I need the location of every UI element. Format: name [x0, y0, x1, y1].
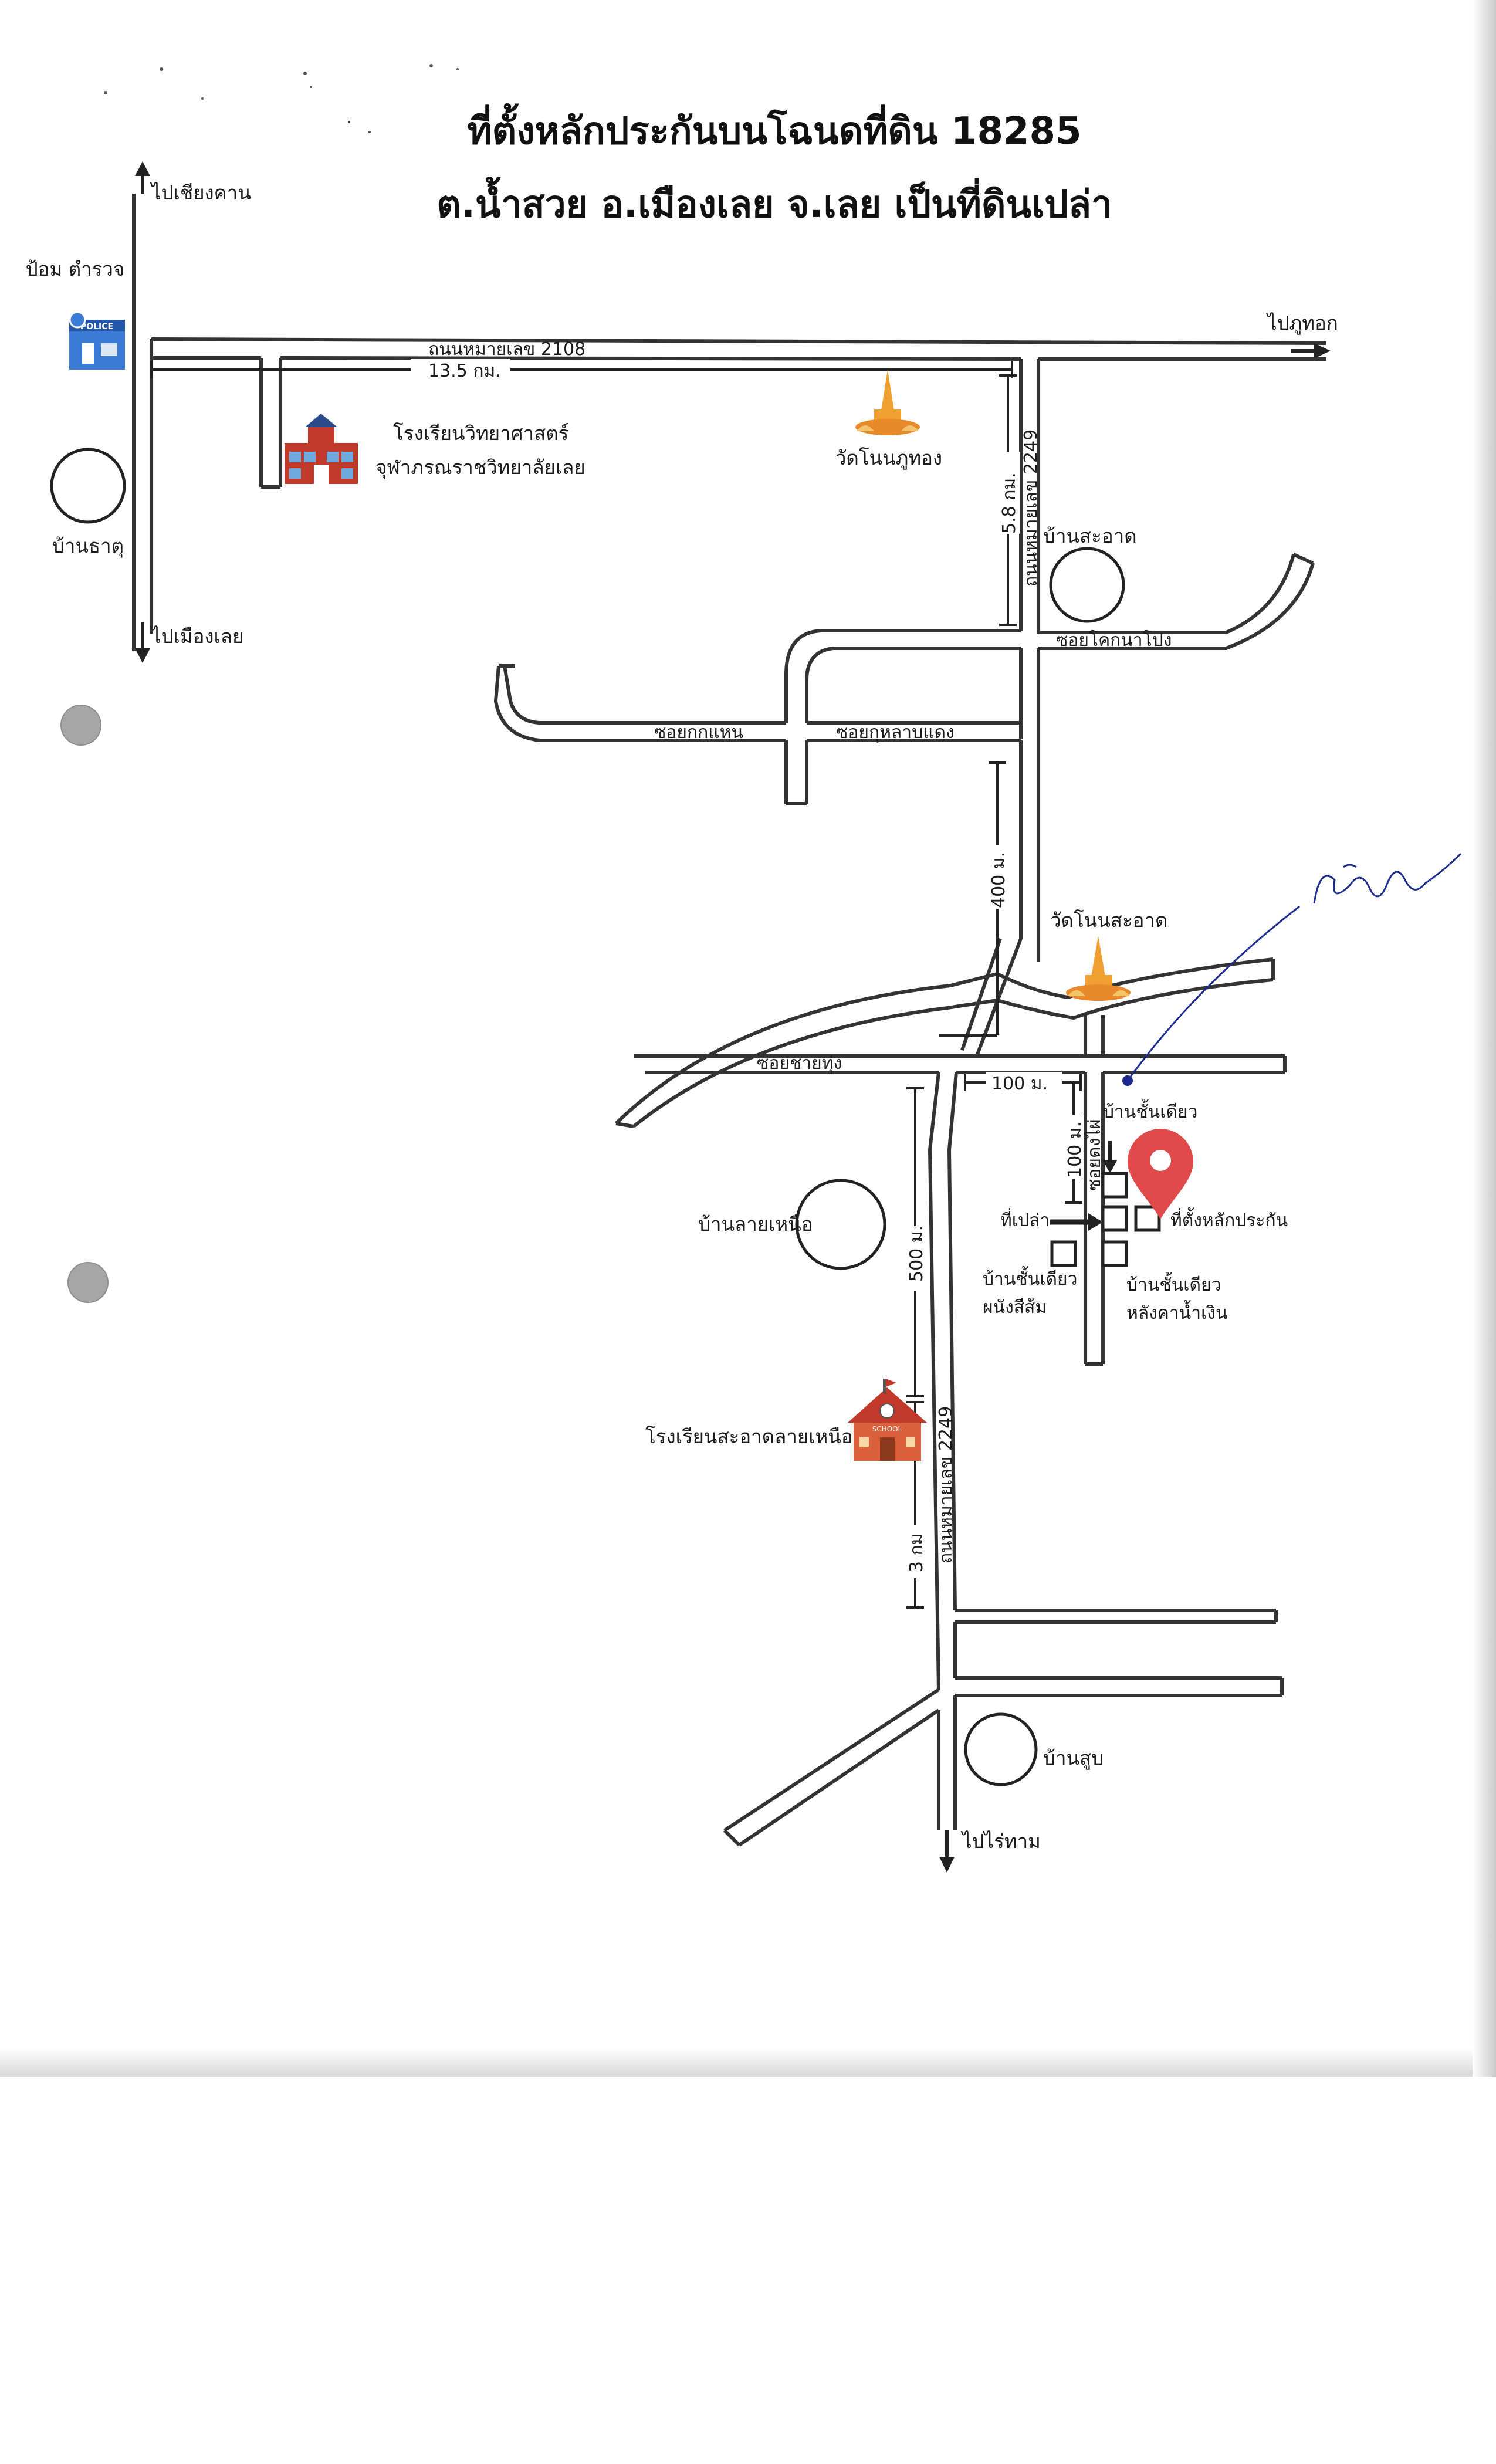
handwritten-signature — [1122, 852, 1462, 1086]
dimension-3-km — [905, 1401, 926, 1609]
scanned-paper — [0, 0, 1496, 2077]
label-school-sa-at-lai-nuea: โรงเรียนสะอาดลายเหนือ — [645, 1425, 853, 1448]
label-single-storey-left-2: ผนังสีส้ม — [983, 1297, 1047, 1318]
label-13-5-km: 13.5 กม. — [428, 361, 501, 381]
label-single-storey-right-1: บ้านชั้นเดียว — [1126, 1272, 1221, 1295]
label-road-2249-lower: ถนนหมายเลข 2249 — [936, 1406, 956, 1563]
plot-single-storey-left — [1050, 1240, 1077, 1267]
label-5-8-km: 5.8 กม. — [999, 472, 1020, 534]
plot-single-storey-top — [1101, 1172, 1128, 1199]
soi-khok-na-pong — [1038, 553, 1315, 650]
temple-icon-sa-at — [1066, 936, 1131, 1001]
label-ban-that: บ้านธาตุ — [52, 534, 124, 558]
ban-sup-village — [964, 1712, 1038, 1786]
arrow-to-mueang-loei — [135, 622, 150, 663]
dimension-13-5-km — [150, 359, 1013, 381]
label-single-storey-left-1: บ้านชั้นเดียว — [983, 1266, 1077, 1289]
arrow-to-rai-tham — [939, 1830, 955, 1873]
label-road-2108: ถนนหมายเลข 2108 — [428, 339, 585, 360]
dimension-5-8-km — [997, 374, 1020, 626]
ban-that-village — [50, 448, 126, 524]
label-science-school-2: จุฬาภรณราชวิทยาลัยเลย — [375, 456, 585, 479]
label-100-m-vertical: 100 ม. — [1065, 1122, 1085, 1178]
label-soi-dong-phai: ซอยดงไผ่ — [1084, 1119, 1105, 1191]
label-vacant-land: ที่เปล่า — [1000, 1208, 1050, 1231]
science-school-icon — [285, 414, 358, 484]
label-ban-sa-at: บ้านสะอาด — [1043, 524, 1137, 547]
punch-hole-top — [60, 705, 101, 746]
scan-right-edge — [1473, 0, 1496, 2077]
label-soi-chai-thung: ซอยชายทุ่ง — [757, 1053, 842, 1074]
label-single-storey-right-2: หลังคาน้ำเงิน — [1126, 1300, 1228, 1324]
road-2249-south — [723, 1072, 1284, 1847]
punch-hole-bottom — [67, 1262, 109, 1303]
police-box: ป้อม ตำรวจ POLICE — [26, 258, 125, 370]
plot-group — [1050, 1172, 1161, 1267]
soi-chai-thung — [634, 1054, 1287, 1074]
police-sign: POLICE — [80, 322, 113, 331]
school-sign: SCHOOL — [872, 1425, 902, 1433]
label-500-m: 500 ม. — [906, 1226, 927, 1282]
label-wat-non-phu-thong: วัดโนนภูทอง — [835, 446, 942, 470]
label-soi-kok-haen: ซอยกกแหน — [654, 722, 743, 743]
temple-icon-phu-thong — [855, 370, 920, 435]
road-2108 — [150, 337, 1326, 489]
title-line-1: ที่ตั้งหลักประกันบนโฉนดที่ดิน 18285 — [467, 103, 1081, 153]
dimension-400-m — [939, 761, 1008, 1037]
label-wat-non-sa-at: วัดโนนสะอาด — [1050, 909, 1167, 932]
scan-bottom-shadow — [0, 2047, 1496, 2077]
arrow-single-storey-top — [1103, 1141, 1117, 1173]
road-left-north-south — [132, 194, 153, 651]
title-line-2: ต.น้ำสวย อ.เมืองเลย จ.เลย เป็นที่ดินเปล่… — [436, 177, 1112, 226]
label-science-school-1: โรงเรียนวิทยาศาสตร์ — [393, 422, 568, 445]
label-soi-khok-na-pong: ซอยโคกนาโปง — [1056, 629, 1172, 651]
arrow-to-phu-thok — [1291, 343, 1331, 358]
label-ban-lai-nuea: บ้านลายเหนือ — [698, 1213, 813, 1236]
label-road-2249-upper: ถนนหมายเลข 2249 — [1021, 429, 1041, 587]
label-to-mueang-loei: ไปเมืองเลย — [150, 625, 243, 648]
arrow-to-chiang-khan — [135, 161, 150, 194]
label-to-rai-tham: ไปไร่ทาม — [960, 1830, 1041, 1853]
label-collateral-location: ที่ตั้งหลักประกัน — [1170, 1207, 1288, 1231]
label-ban-sup: บ้านสูบ — [1043, 1747, 1104, 1770]
location-pin-icon — [1128, 1129, 1193, 1219]
label-100-m-horizontal: 100 ม. — [991, 1074, 1048, 1094]
scan-speckles — [104, 64, 459, 133]
arrow-vacant-land — [1050, 1213, 1103, 1231]
soi-kulap-daeng — [493, 629, 1021, 805]
label-single-storey-top: บ้านชั้นเดียว — [1103, 1099, 1197, 1122]
label-police-box: ป้อม ตำรวจ — [26, 258, 125, 280]
ban-lai-nuea-village — [795, 1179, 886, 1270]
ban-sa-at-village — [1049, 547, 1125, 623]
school-icon-sa-at-lai-nuea: SCHOOL — [848, 1379, 927, 1461]
dimension-100-m-vertical — [1063, 1082, 1084, 1204]
label-3-km: 3 กม — [906, 1533, 927, 1572]
plot-vacant-land — [1101, 1205, 1128, 1232]
label-to-chiang-khan: ไปเชียงคาน — [150, 181, 251, 204]
dimension-500-m — [905, 1087, 926, 1397]
label-soi-kulap-daeng: ซอยกุหลาบแดง — [836, 722, 955, 743]
dimension-100-m-horizontal — [964, 1072, 1082, 1093]
curved-road-sa-at — [614, 937, 1275, 1128]
label-to-phu-thok: ไปภูทอก — [1265, 312, 1338, 335]
plot-single-storey-right — [1101, 1240, 1128, 1267]
label-400-m: 400 ม. — [989, 852, 1009, 908]
